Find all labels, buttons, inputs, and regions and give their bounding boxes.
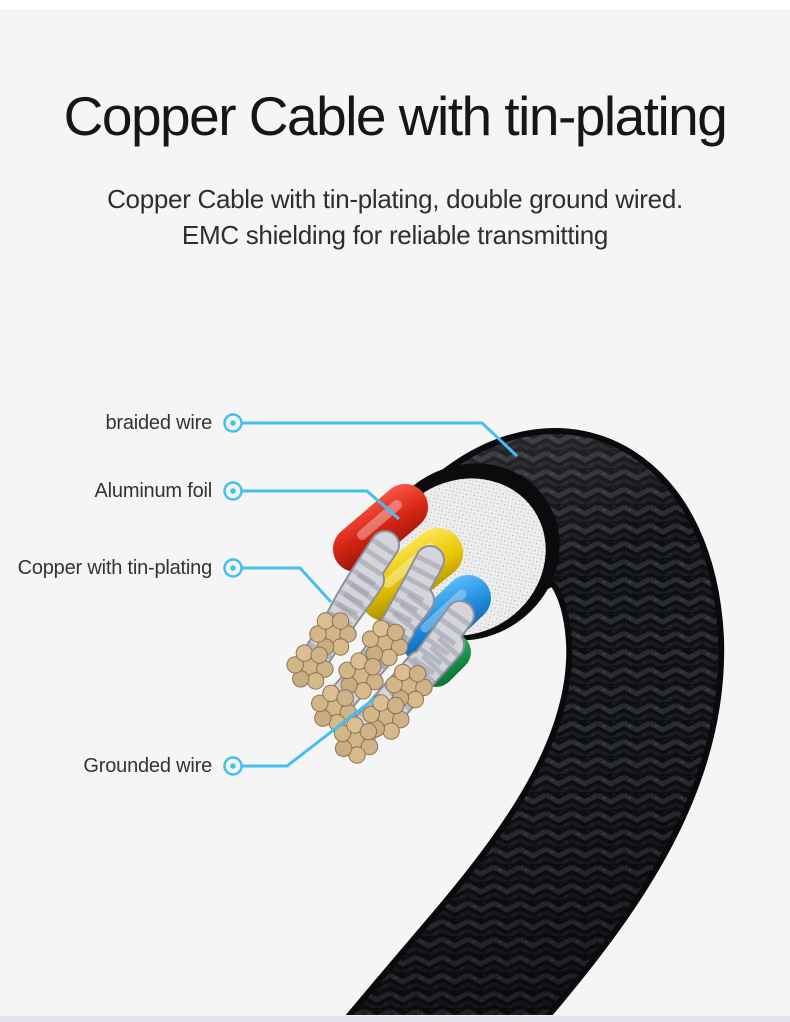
callout-line-copper-tin-plating — [241, 566, 333, 604]
red-wire — [333, 484, 428, 572]
top-strip — [0, 0, 790, 9]
callout-line-grounded-wire — [241, 696, 376, 768]
callout-lines — [241, 421, 519, 768]
callout-marker-icon — [223, 481, 243, 501]
callout-marker-icon — [223, 756, 243, 776]
callout-label-braided-wire: braided wire — [105, 412, 212, 434]
subtitle: Copper Cable with tin-plating, double gr… — [0, 181, 790, 253]
page-title: Copper Cable with tin-plating — [63, 85, 728, 147]
callout-marker-icon — [223, 558, 243, 578]
bottom-strip — [0, 1015, 790, 1022]
callout-marker-icon — [223, 413, 243, 433]
subtitle-line-2: EMC shielding for reliable transmitting — [181, 220, 609, 250]
callout-markers — [223, 413, 243, 776]
subtitle-line-1: Copper Cable with tin-plating, double gr… — [107, 184, 683, 214]
braided-sheath — [339, 428, 725, 1022]
callout-label-grounded-wire: Grounded wire — [83, 755, 212, 777]
callout-label-aluminum-foil: Aluminum foil — [94, 480, 213, 502]
callout-label-copper-tin-plating: Copper with tin-plating — [17, 557, 213, 579]
cable-illustration — [283, 428, 725, 1022]
callout-line-aluminum-foil — [241, 489, 400, 521]
callout-line-braided-wire — [241, 421, 519, 458]
